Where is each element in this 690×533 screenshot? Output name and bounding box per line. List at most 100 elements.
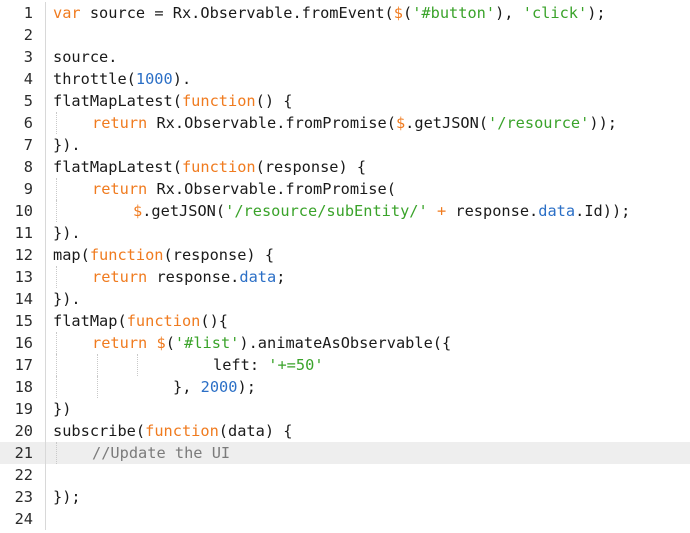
code-token: ).animateAsObservable({	[239, 334, 452, 352]
code-text: return Rx.Observable.fromPromise(	[92, 178, 396, 200]
code-token: Rx.Observable.fromPromise(	[147, 114, 396, 132]
code-line[interactable]: 5 flatMapLatest(function() {	[0, 90, 690, 112]
line-number: 5	[23, 92, 33, 110]
gutter-divider	[45, 508, 46, 530]
line-number: 18	[14, 378, 33, 396]
code-token: 2000	[200, 378, 238, 396]
code-token: function	[181, 92, 256, 110]
line-number: 11	[14, 224, 33, 242]
line-number: 15	[14, 312, 33, 330]
line-number: 6	[23, 114, 33, 132]
code-token: .Id));	[575, 202, 631, 220]
code-line[interactable]: 6 return Rx.Observable.fromPromise($.getJ…	[0, 112, 690, 134]
gutter-divider	[45, 442, 46, 464]
code-token: ));	[589, 114, 617, 132]
code-token: throttle(	[53, 70, 136, 88]
code-text: flatMapLatest(function(response) {	[53, 156, 366, 178]
code-text: }).	[53, 288, 81, 310]
gutter-divider	[45, 2, 46, 24]
code-line[interactable]: 11}).	[0, 222, 690, 244]
gutter-divider	[45, 112, 46, 134]
line-number: 4	[23, 70, 33, 88]
code-line[interactable]: 20 subscribe(function(data) {	[0, 420, 690, 442]
code-token: (){	[200, 312, 229, 330]
code-token: $	[133, 202, 143, 220]
code-line[interactable]: 17 left: '+=50'	[0, 354, 690, 376]
code-line[interactable]: 10$.getJSON('/resource/subEntity/' + res…	[0, 200, 690, 222]
gutter-divider	[45, 178, 46, 200]
code-line[interactable]: 1 var source = Rx.Observable.fromEvent($(…	[0, 2, 690, 24]
code-token: return	[92, 180, 148, 198]
gutter-divider	[45, 24, 46, 46]
code-token: '#list'	[174, 334, 240, 352]
line-number: 20	[14, 422, 33, 440]
code-token: );	[237, 378, 256, 396]
gutter-divider	[45, 464, 46, 486]
code-line[interactable]: 7}).	[0, 134, 690, 156]
code-token: '/resource'	[488, 114, 590, 132]
code-token: response.	[446, 202, 539, 220]
indent-guide	[56, 354, 57, 376]
code-line[interactable]: 24	[0, 508, 690, 530]
code-text: var source = Rx.Observable.fromEvent($('…	[53, 2, 606, 24]
code-text: })	[53, 398, 71, 420]
code-line[interactable]: 2	[0, 24, 690, 46]
gutter-divider	[45, 90, 46, 112]
gutter-divider	[45, 156, 46, 178]
code-token: $	[395, 114, 406, 132]
code-line[interactable]: 22	[0, 464, 690, 486]
code-token: (response) {	[163, 246, 275, 264]
indent-guide	[56, 442, 57, 464]
code-line[interactable]: 21 //Update the UI	[0, 442, 690, 464]
code-token	[428, 202, 437, 220]
code-line[interactable]: 23});	[0, 486, 690, 508]
code-line[interactable]: 15 flatMap(function(){	[0, 310, 690, 332]
code-token: source.	[53, 48, 118, 66]
code-token: });	[53, 488, 81, 506]
code-text: return response.data;	[92, 266, 285, 288]
line-number: 24	[14, 510, 33, 528]
code-token: }).	[53, 290, 81, 308]
code-token: source = Rx.Observable.fromEvent(	[80, 4, 394, 22]
gutter-divider	[45, 244, 46, 266]
code-token: data	[538, 202, 576, 220]
line-number: 2	[23, 26, 33, 44]
code-token: ;	[276, 268, 286, 286]
code-text: }).	[53, 134, 81, 156]
gutter-divider	[45, 68, 46, 90]
code-token: flatMapLatest(	[53, 92, 182, 110]
code-line[interactable]: 14}).	[0, 288, 690, 310]
line-number: 21	[14, 444, 33, 462]
code-token: function	[181, 158, 256, 176]
line-number: 1	[23, 4, 33, 22]
code-line[interactable]: 3 source.	[0, 46, 690, 68]
gutter-divider	[45, 376, 46, 398]
code-token: '+=50'	[268, 356, 324, 374]
line-number: 7	[23, 136, 33, 154]
gutter-divider	[45, 288, 46, 310]
code-token: '#button'	[412, 4, 496, 22]
code-token: Rx.Observable.fromPromise(	[147, 180, 396, 198]
code-token: //Update the UI	[92, 444, 231, 462]
code-line[interactable]: 19})	[0, 398, 690, 420]
line-number: 3	[23, 48, 33, 66]
code-text: flatMap(function(){	[53, 310, 228, 332]
code-text: subscribe(function(data) {	[53, 420, 292, 442]
line-number: 17	[14, 356, 33, 374]
code-token: function	[126, 312, 201, 330]
code-text: return Rx.Observable.fromPromise($.getJS…	[92, 112, 617, 134]
code-token: 1000	[135, 70, 173, 88]
gutter-divider	[45, 200, 46, 222]
code-line[interactable]: 18}, 2000);	[0, 376, 690, 398]
code-text: left: '+=50'	[213, 354, 324, 376]
code-token: },	[173, 378, 201, 396]
indent-guide	[137, 354, 138, 376]
code-token: () {	[255, 92, 293, 110]
